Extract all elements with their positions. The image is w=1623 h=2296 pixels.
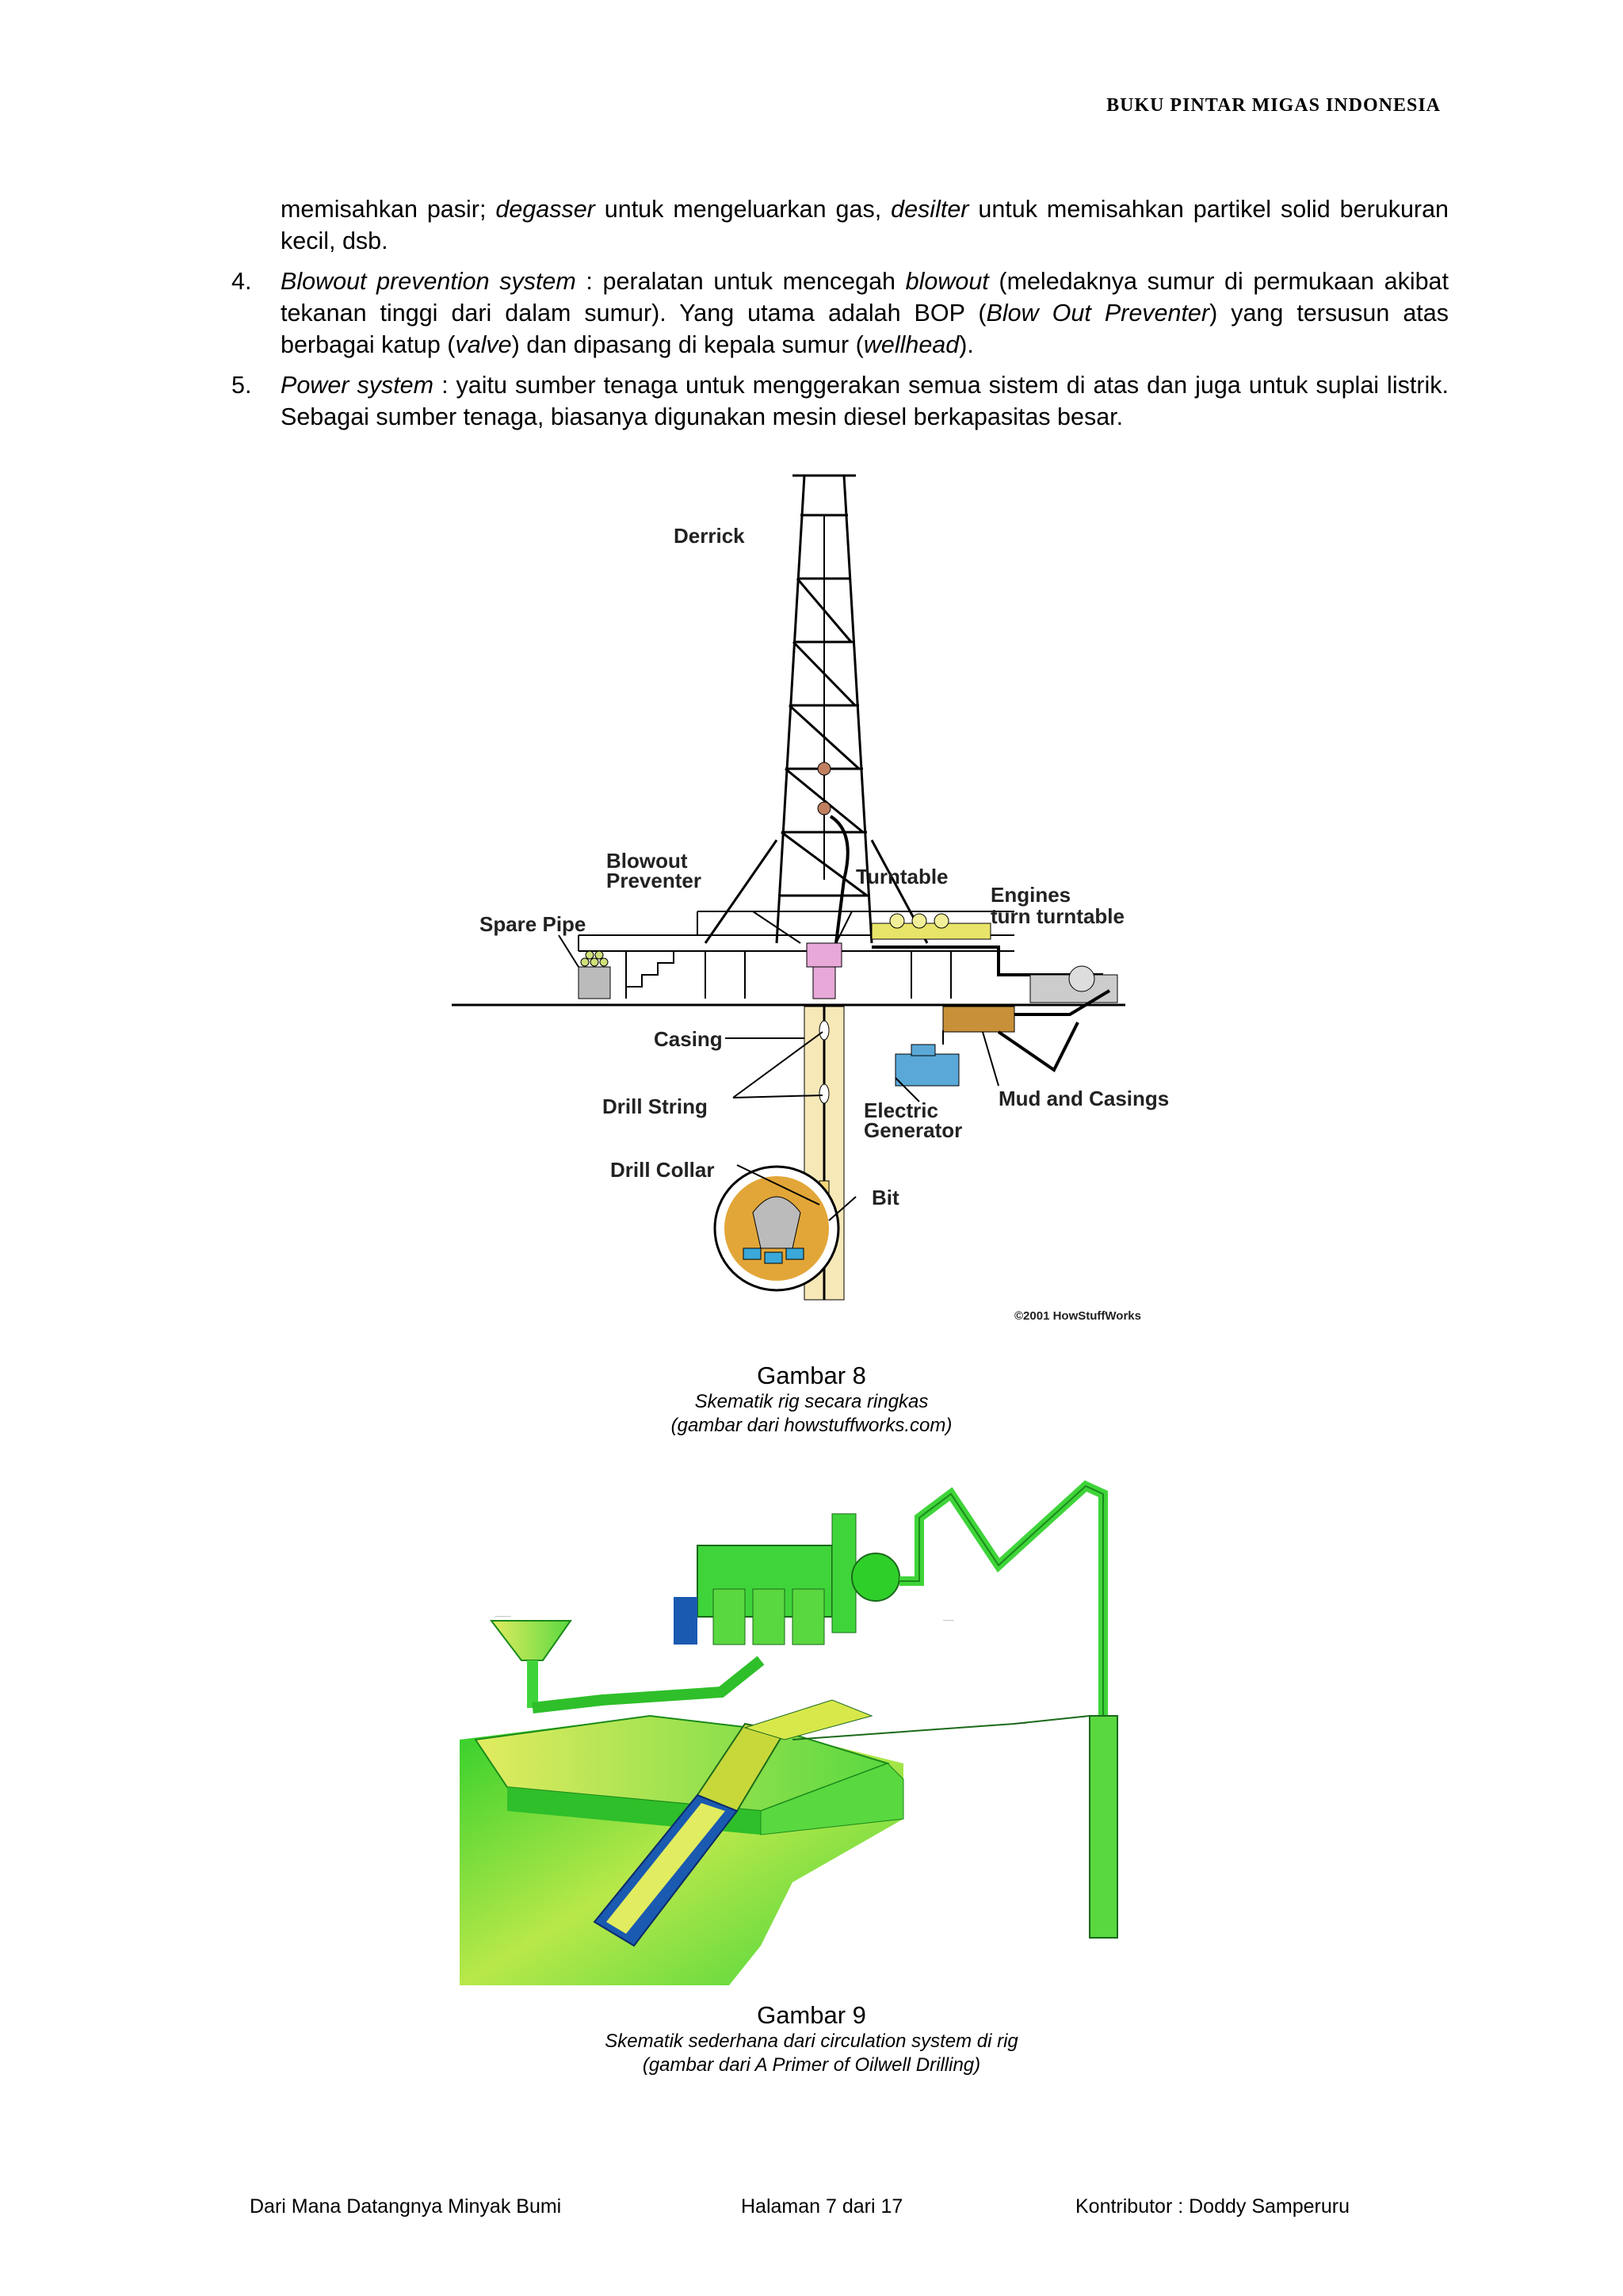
rig-schematic-figure: Derrick Blowout Preventer Turntable Engi… — [452, 474, 1169, 1323]
derrick-label: Derrick — [674, 524, 745, 548]
list-number-4: 4. — [231, 268, 252, 295]
intro-paragraph: memisahkan pasir; degasser untuk mengelu… — [281, 196, 1449, 254]
preventer-label: Preventer — [606, 869, 701, 892]
footer-contributor: Kontributor : Doddy Samperuru — [1075, 2195, 1350, 2218]
figure-8-source: (gambar dari howstuffworks.com) — [670, 1415, 953, 1436]
footer-page-number: Halaman 7 dari 17 — [741, 2195, 903, 2218]
drill-string-label: Drill String — [602, 1095, 708, 1118]
svg-text:.......: ....... — [943, 1617, 954, 1622]
figure-8-subtitle: Skematik rig secara ringkas — [694, 1391, 929, 1412]
turntable-label: Turntable — [856, 865, 949, 888]
casing-label: Casing — [654, 1027, 723, 1051]
spare-pipe-label: Spare Pipe — [479, 912, 586, 936]
svg-text:........: ........ — [1014, 1720, 1027, 1725]
generator-label: Generator — [864, 1118, 962, 1142]
engines-label: Engines — [991, 883, 1071, 907]
list-item-blowout-prevention: Blowout prevention system : peralatan un… — [281, 268, 1449, 358]
electric-label: Electric — [864, 1098, 938, 1122]
circulation-system-figure: .......... ....... ........ — [460, 1480, 1118, 1985]
figure-9-source: (gambar dari A Primer of Oilwell Drillin… — [642, 2054, 981, 2076]
figure-9-caption: Gambar 9 Skematik sederhana dari circula… — [0, 2001, 1623, 2077]
copyright-label: ©2001 HowStuffWorks — [1014, 1309, 1141, 1323]
footer-left: Dari Mana Datangnya Minyak Bumi — [250, 2195, 562, 2218]
figure-9-title: Gambar 9 — [757, 2001, 866, 2029]
figure-9-subtitle: Skematik sederhana dari circulation syst… — [605, 2030, 1018, 2052]
running-header: BUKU PINTAR MIGAS INDONESIA — [1106, 95, 1441, 116]
bit-label: Bit — [872, 1186, 899, 1209]
figure-8-caption: Gambar 8 Skematik rig secara ringkas (ga… — [0, 1362, 1623, 1438]
turn-turntable-label: turn turntable — [991, 904, 1125, 928]
figure-8-title: Gambar 8 — [757, 1362, 866, 1389]
list-item-power-system: Power system : yaitu sumber tenaga untuk… — [281, 372, 1449, 430]
drill-collar-label: Drill Collar — [610, 1158, 714, 1182]
blowout-label: Blowout — [606, 849, 688, 873]
mud-casings-label: Mud and Casings — [999, 1087, 1169, 1110]
svg-text:..........: .......... — [495, 1613, 511, 1618]
list-number-5: 5. — [231, 372, 252, 399]
